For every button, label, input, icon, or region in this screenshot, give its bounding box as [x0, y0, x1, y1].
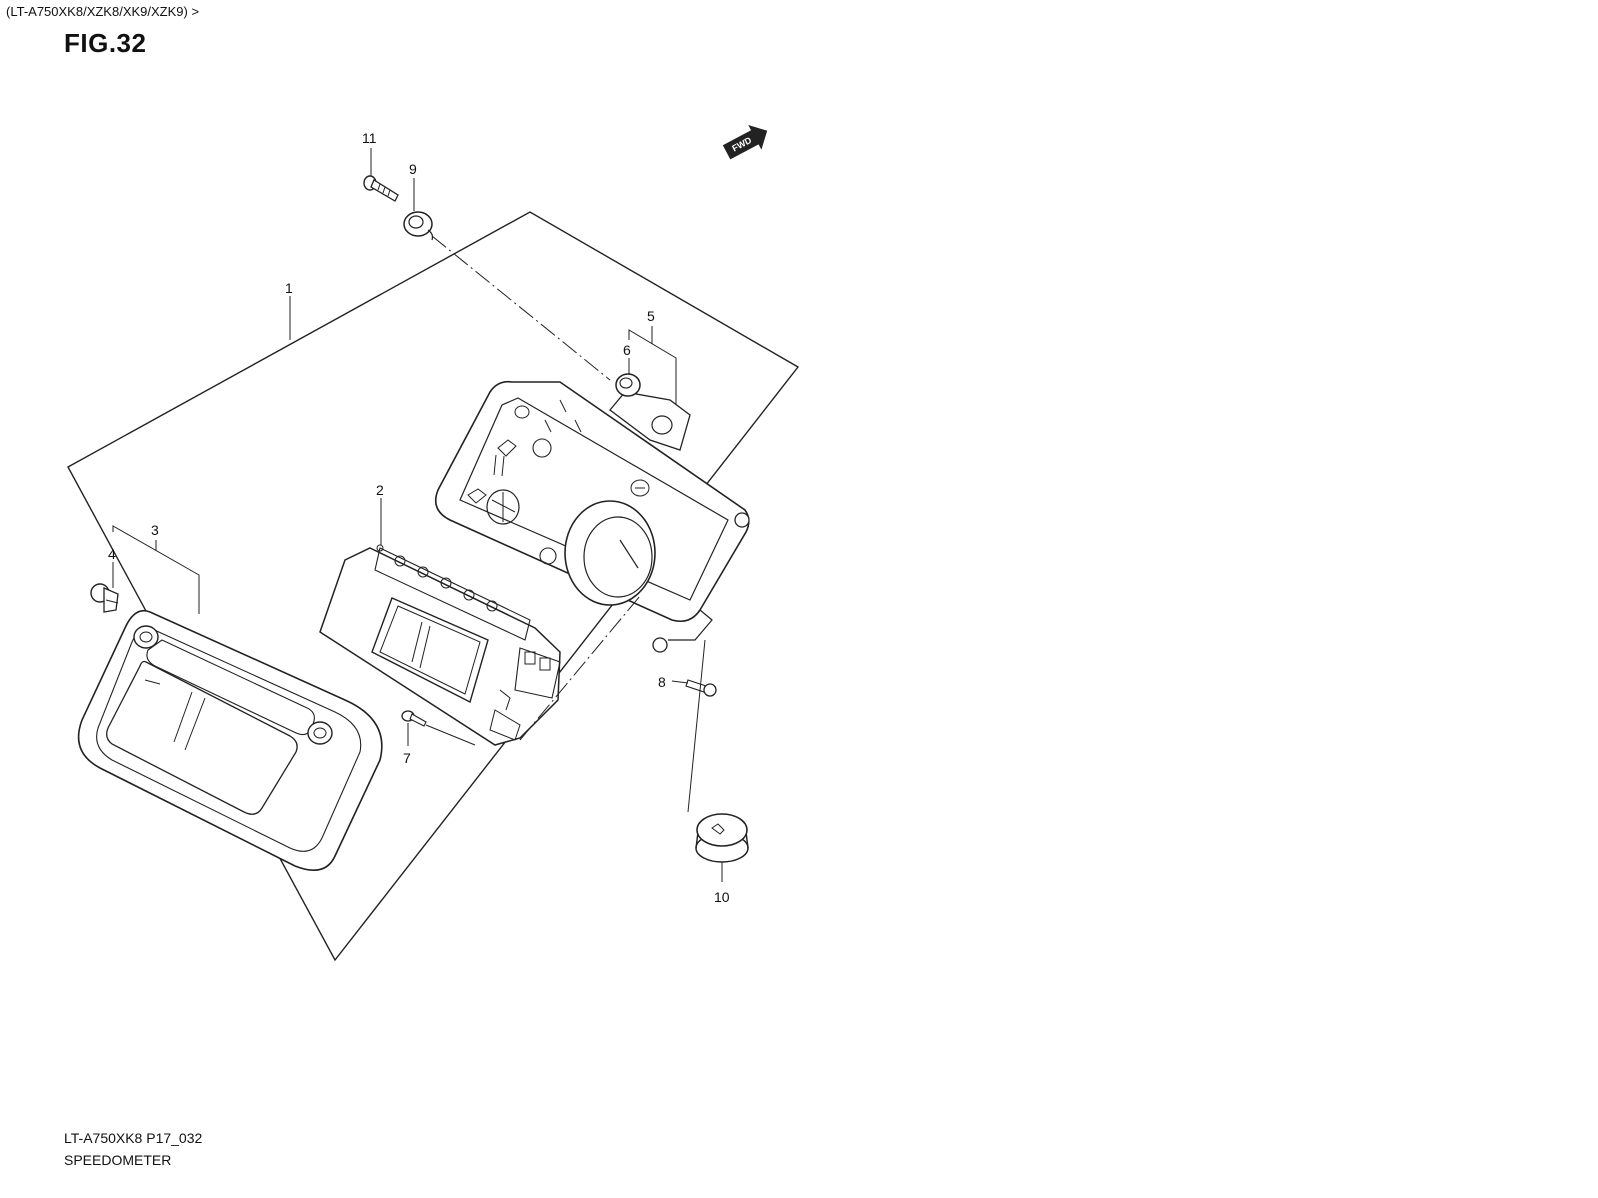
callout-7: 7: [403, 750, 411, 766]
leader-8: [671, 680, 689, 684]
screw-part-8: [685, 679, 717, 697]
footer-name: SPEEDOMETER: [64, 1152, 172, 1168]
grommet-part-6: [615, 373, 641, 397]
leader-10-to-case: [687, 639, 706, 813]
callout-1: 1: [285, 280, 293, 296]
callout-5: 5: [647, 308, 655, 324]
callout-11: 11: [362, 130, 377, 146]
leader-2-to-5: [519, 595, 641, 741]
callout-2: 2: [376, 482, 384, 498]
bracket-3-4: [112, 525, 200, 614]
leader-9-to-6: [431, 235, 611, 381]
callout-8: 8: [658, 674, 666, 690]
callout-6: 6: [623, 342, 631, 358]
case-part-5: [434, 380, 750, 653]
figure-title: FIG.32: [64, 28, 147, 58]
fwd-arrow-icon: FWD: [722, 124, 768, 160]
leader-7-to-case: [425, 724, 476, 746]
grommet-part-9: [403, 211, 434, 241]
model-header: (LT-A750XK8/XZK8/XK9/XZK9) >: [6, 4, 200, 19]
grommet-part-10: [695, 813, 749, 863]
cover-part-3: [77, 609, 383, 872]
meter-unit-part-2: [319, 544, 561, 746]
callout-9: 9: [409, 161, 417, 177]
screw-part-11: [363, 175, 399, 202]
footer-code: LT-A750XK8 P17_032: [64, 1130, 203, 1146]
callout-3: 3: [151, 522, 159, 538]
callout-4: 4: [108, 546, 116, 562]
callout-10: 10: [714, 889, 730, 905]
bolt-part-4: [90, 583, 119, 613]
screw-part-7: [401, 710, 427, 727]
